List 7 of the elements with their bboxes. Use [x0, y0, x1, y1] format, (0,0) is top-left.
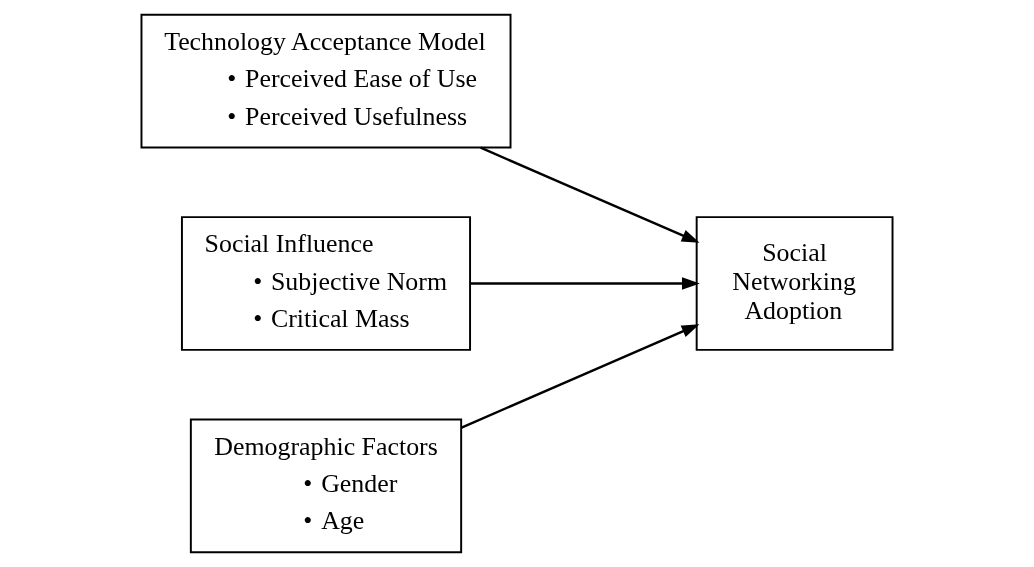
- node-box: Technology Acceptance Model • Perceived Ease of Use • Perceived Usefulness: [140, 13, 512, 149]
- arrow: [461, 324, 700, 429]
- arrow: [470, 277, 700, 290]
- node-box: Social Influence • Subjective Norm • Critical Mass: [180, 216, 472, 351]
- node-box: Demographic Factors • Gender • Age: [189, 418, 463, 554]
- node-box: Social Networking Adoption: [695, 216, 894, 351]
- arrow: [480, 146, 700, 243]
